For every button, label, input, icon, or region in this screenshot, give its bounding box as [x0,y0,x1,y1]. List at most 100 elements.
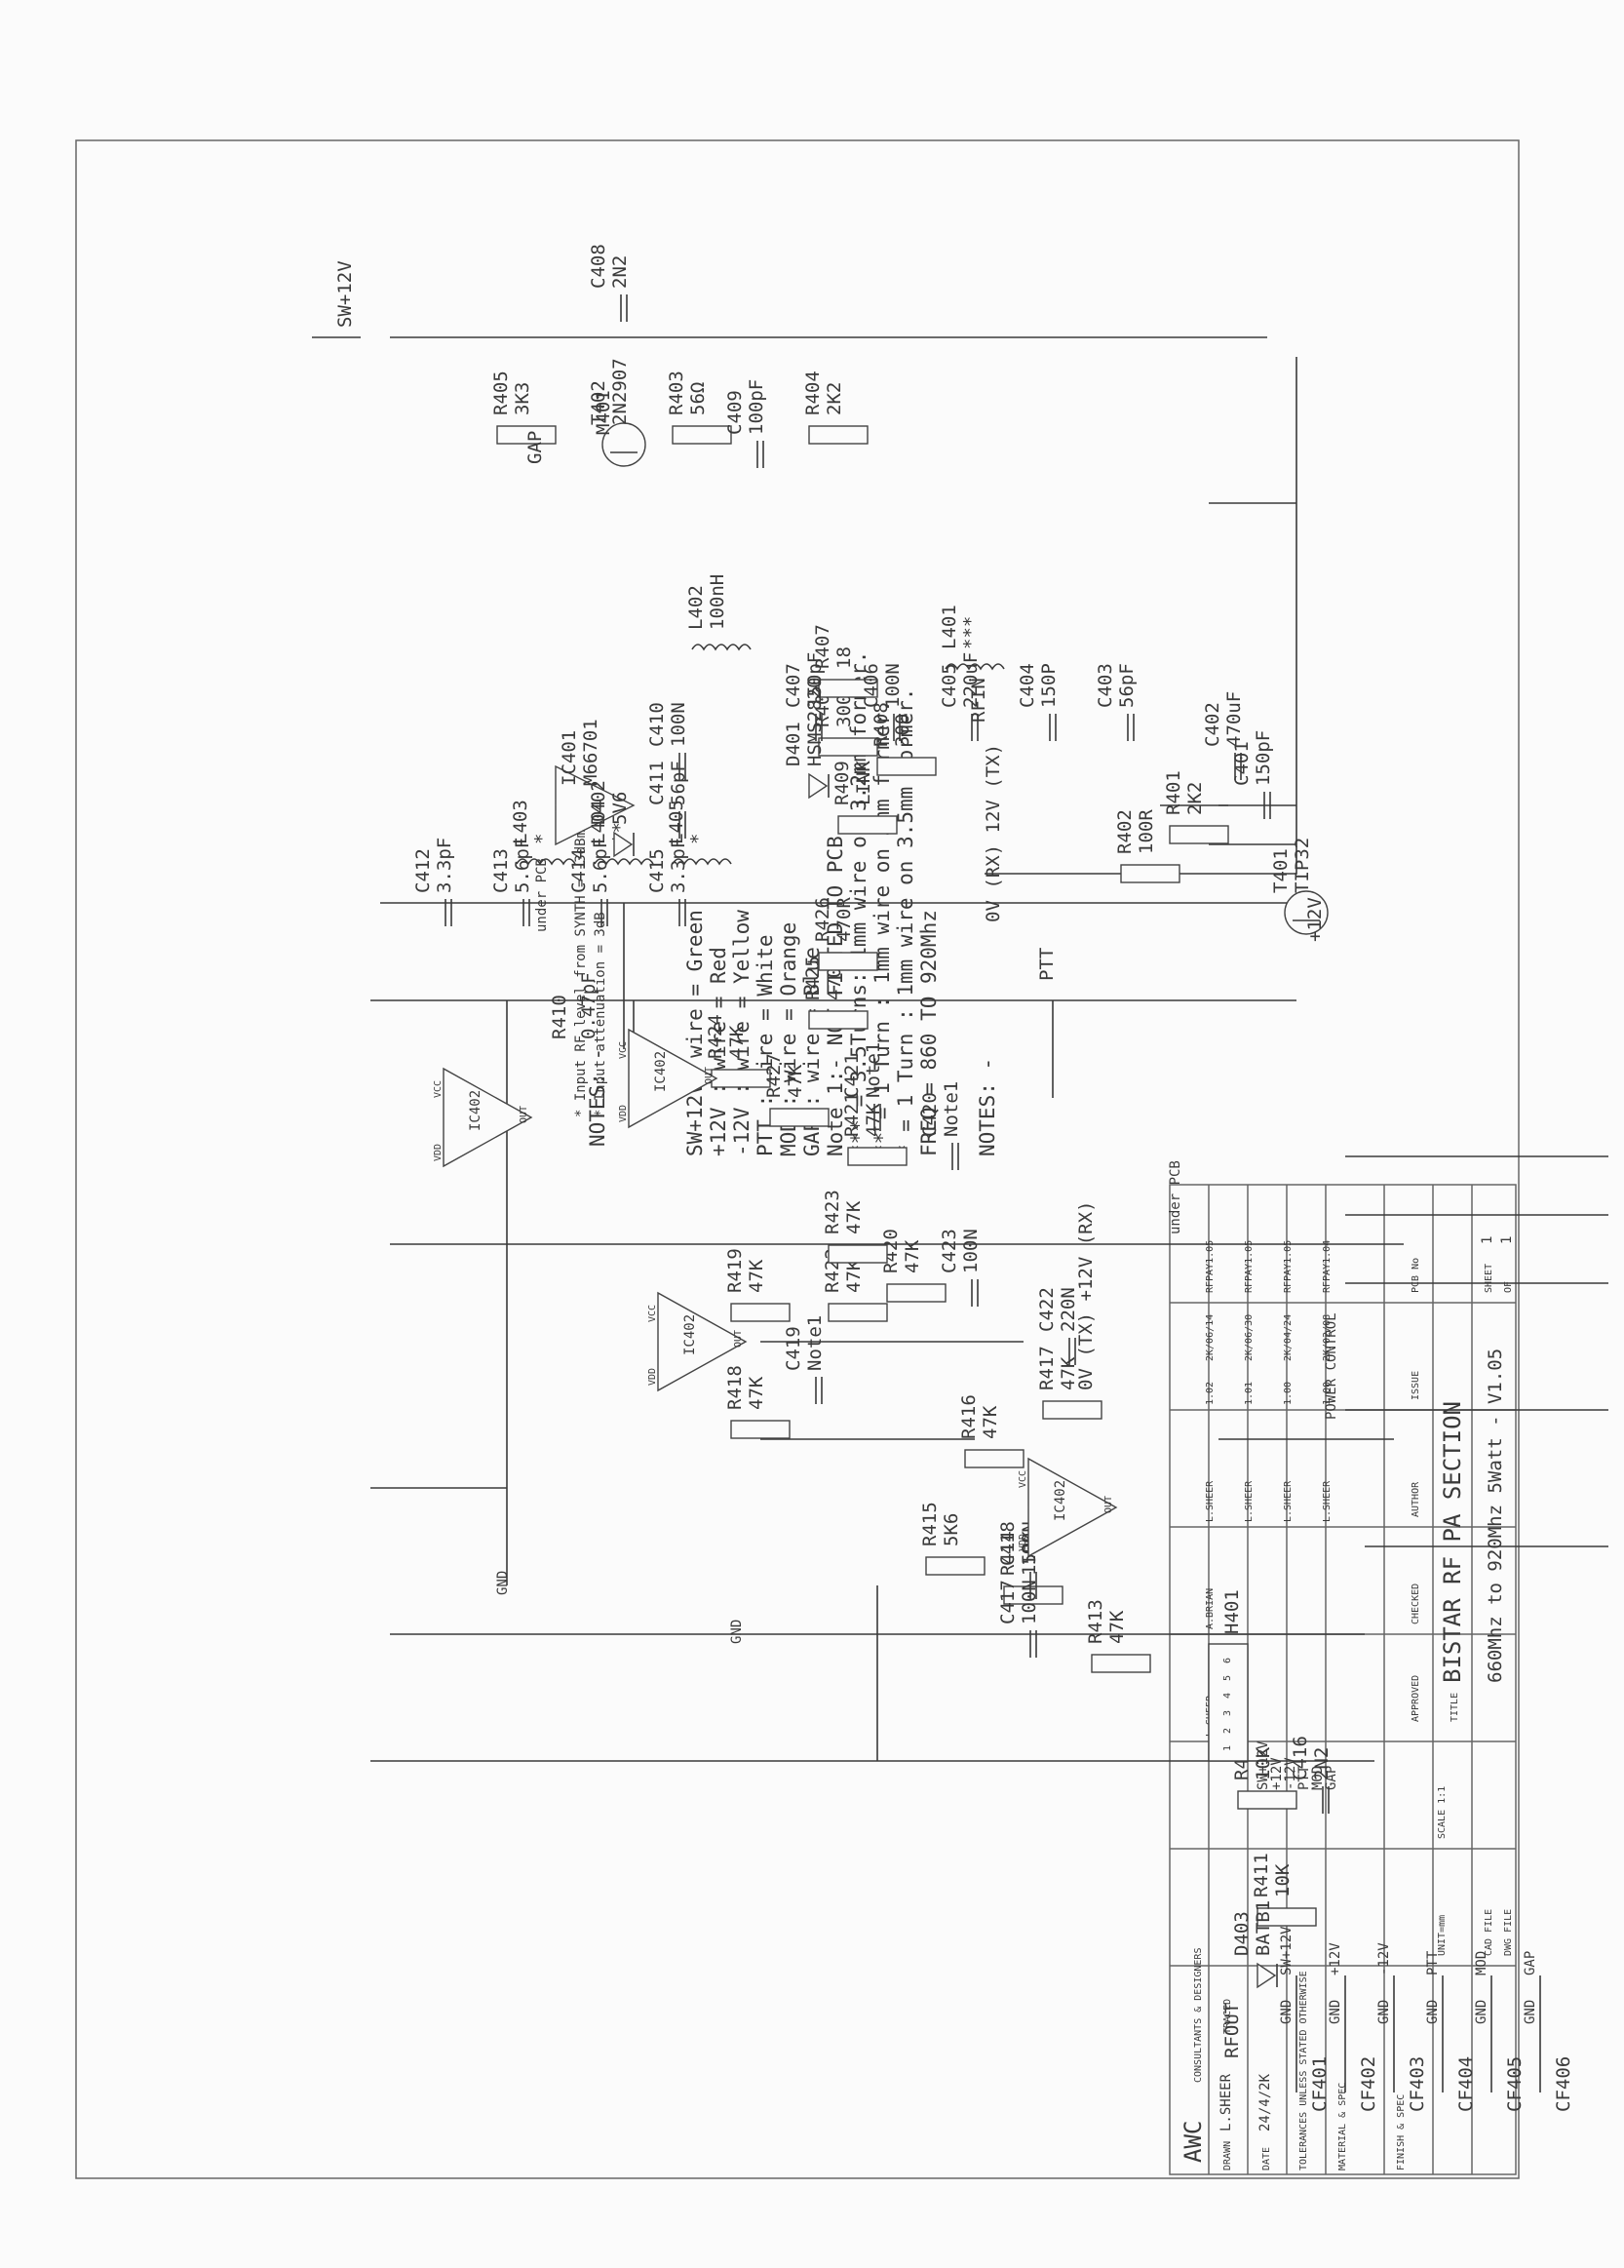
sheet-label: SHEET [1484,1264,1494,1293]
c407-ref: C407 [783,663,804,708]
c413-value: 5.6pF [512,838,533,893]
ic402-out: OUT [519,1106,529,1123]
c421-ref: C421 [841,1053,863,1098]
ic402-vdd: VDD [1018,1534,1028,1551]
note-line-1: FREQ = 860 TO 920Mhz [917,910,941,1156]
c402-value: 470uF [1223,691,1245,747]
r401-ref: R401 [1163,770,1184,815]
r421-ref: R421 [841,1092,863,1137]
resistor-symbol [876,757,937,776]
opamp-symbol [657,1291,748,1392]
r409-ref: R409 [831,761,853,805]
c423-ref: C423 [939,1229,960,1273]
r401-value: 2K2 [1184,782,1206,815]
checked-label: CHECKED [1411,1584,1421,1624]
note-line-9: -12V : wire = Yellow [730,910,754,1156]
c404-value: 150P [1038,663,1060,708]
transistor-symbol [601,422,646,467]
resistor-symbol [886,1283,947,1303]
material-label: MATERIAL & SPEC [1337,2083,1348,2170]
cf-net: +12V [1328,1942,1343,1975]
part-l405: L405* [666,800,732,866]
c415-value: 3.3pF [668,838,689,893]
r414-ref: R414 [997,1531,1019,1576]
cf-gnd: GND [1523,2000,1538,2024]
l403-ref: L403 [510,800,531,844]
notes2-line-1: * Input RF level from SYNTH = -3dBm [573,830,589,1117]
cf-net: PTT [1425,1950,1441,1975]
resistor-symbol [847,1147,908,1166]
resistor-symbol [818,952,878,971]
r424-value: 47K [726,1025,748,1059]
h401-pin-1: SW+12V [1256,1740,1271,1790]
ic402-vdd: VDD [647,1368,658,1386]
rail-rx-tx-label: 0V (RX) 12V (TX) [983,744,1004,922]
r419-value: 47K [746,1259,767,1293]
r415-ref: R415 [919,1502,941,1546]
rev-issue-2: 1.01 [1244,1382,1255,1405]
under-pcb-label-1: under PCB [534,858,550,932]
resistor-symbol [818,679,878,698]
r412-value: 10K [1253,1746,1274,1780]
rail-p12-label: +12V [1304,897,1326,942]
rev-pcb-2: RFPAY1.05 [1244,1240,1255,1293]
h401-pin-num-1: 1 [1222,1745,1233,1751]
inductor-coil [594,858,654,866]
r411-ref: R411 [1251,1853,1272,1897]
inductor-coil [672,858,732,866]
r402-value: 100R [1136,809,1157,854]
r426-ref: R426 [812,897,833,942]
r406-value: 300 [833,694,855,727]
resistor-symbol [1091,1654,1151,1673]
cf-net: SW+12V [1279,1926,1295,1975]
r413-value: 47K [1106,1610,1128,1644]
cf-gnd: GND [1474,2000,1489,2024]
drawing-frame [75,139,1520,2179]
c409-value: 100pF [746,379,767,435]
ic402-out: OUT [733,1330,744,1348]
ic402-out: OUT [704,1067,715,1084]
c411-value: 56pF [668,761,689,805]
rev-author-4: L.SHEER [1322,1480,1333,1522]
c405-value: 220uF [960,652,982,708]
c417-value: 100N [1019,1580,1040,1624]
rev-checked-1: A.BRIAN [1205,1588,1216,1629]
note-line-5: Note 1:- NOT FITTED TO PCB. [824,824,847,1156]
l405-value: * [687,834,709,844]
diode-symbol [808,772,829,800]
cf-gnd: GND [1376,2000,1392,2024]
r423-value: 47K [843,1200,865,1234]
rev-pcb-1: RFPAY1.05 [1205,1240,1216,1293]
h401-pin-num-6: 6 [1222,1658,1233,1663]
ptt-label: PTT [1036,948,1058,981]
ic402-vcc: VCC [647,1305,658,1322]
ic402-vcc: VCC [1018,1470,1028,1488]
l401-ref: L401 [939,605,960,649]
t401-ref: T401 [1270,848,1292,893]
r420-value: 47K [902,1239,923,1273]
feedthrough-caps: CF401GNDSW+12VCF402GND+12VCF403GND-12VCF… [1279,1926,1574,2112]
r419-ref: R419 [724,1248,746,1293]
c423-value: 100N [960,1229,982,1273]
d401-ref: D401 [783,722,804,766]
r409-value: LINK [853,761,874,805]
c410-ref: C410 [646,702,668,747]
r427-value: 47K [785,1064,806,1098]
cf-gnd: GND [1328,2000,1343,2024]
